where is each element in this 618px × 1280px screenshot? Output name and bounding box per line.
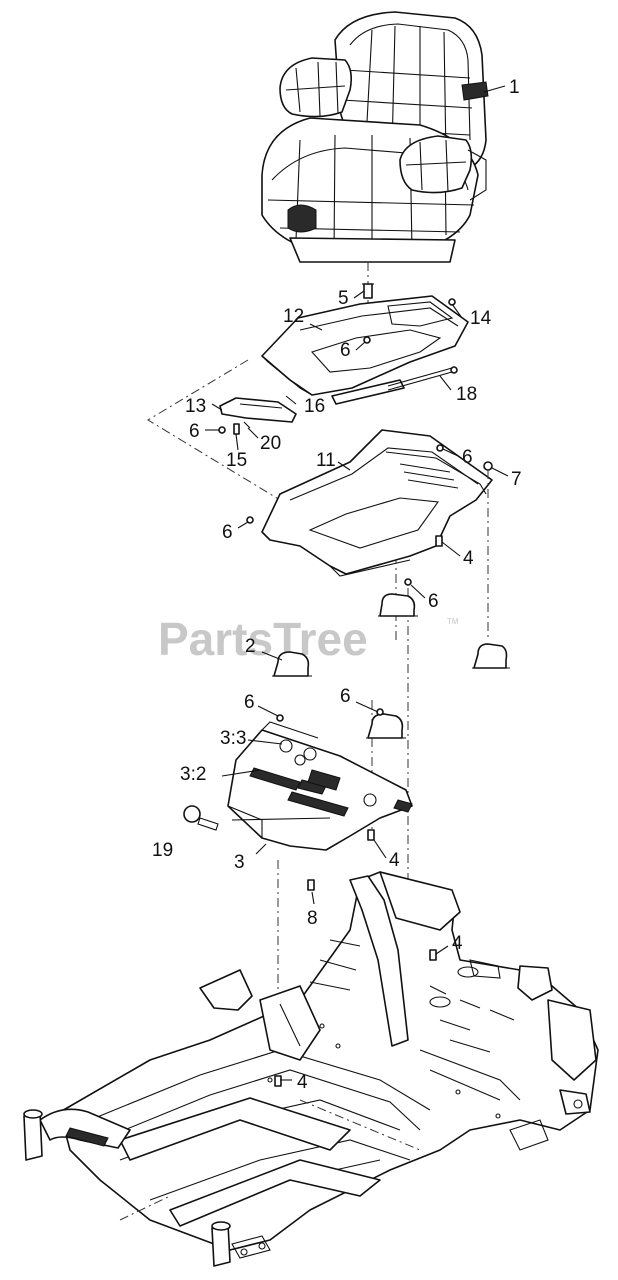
- bolt-7[interactable]: [483, 461, 493, 471]
- nut-6f[interactable]: [276, 714, 284, 722]
- callout-6-g: 6: [340, 686, 351, 707]
- nut-6c[interactable]: [436, 444, 444, 452]
- chassis-frame[interactable]: [23, 871, 599, 1267]
- bolt-8[interactable]: [307, 879, 315, 891]
- callout-3-3: 3:3: [220, 728, 246, 749]
- seat-plate[interactable]: [261, 295, 469, 396]
- bolt-4c[interactable]: [429, 949, 437, 961]
- callout-2: 2: [245, 636, 256, 657]
- decal-3-3[interactable]: [307, 769, 413, 813]
- decal-3-2[interactable]: [249, 767, 349, 817]
- callout-18: 18: [456, 384, 477, 405]
- callout-13: 13: [185, 396, 206, 417]
- callout-1: 1: [509, 77, 520, 98]
- callout-7: 7: [511, 469, 522, 490]
- bolt-4d[interactable]: [274, 1075, 282, 1087]
- callout-19: 19: [152, 840, 173, 861]
- bracket-13[interactable]: [219, 397, 297, 423]
- callout-14: 14: [470, 308, 492, 329]
- watermark-text: PartsTree: [158, 613, 368, 665]
- fasteners-6b-15-20[interactable]: [218, 421, 251, 435]
- callout-4-c: 4: [452, 933, 463, 954]
- watermark-trademark: TM: [447, 617, 459, 626]
- mount-plate[interactable]: [261, 429, 493, 577]
- bolt-4b[interactable]: [367, 829, 375, 841]
- nut-6a[interactable]: [363, 336, 371, 344]
- slide-rail-16[interactable]: [331, 379, 405, 405]
- nut-6d[interactable]: [246, 516, 254, 524]
- callout-20: 20: [260, 433, 281, 454]
- callout-4-d: 4: [297, 1072, 308, 1093]
- isolator-2[interactable]: [272, 651, 312, 677]
- callout-6-f: 6: [244, 692, 255, 713]
- nut-6e[interactable]: [404, 578, 412, 586]
- isolator-a[interactable]: [378, 593, 418, 617]
- callout-16: 16: [304, 396, 325, 417]
- callout-8: 8: [307, 908, 318, 929]
- callout-15: 15: [226, 450, 247, 471]
- rod-18[interactable]: [387, 366, 458, 391]
- callout-12: 12: [283, 306, 304, 327]
- leader-lines: [205, 85, 509, 1081]
- callout-6-c: 6: [462, 447, 473, 468]
- callout-6-b: 6: [189, 421, 200, 442]
- isolator-c[interactable]: [366, 713, 406, 739]
- callout-4-a: 4: [463, 548, 474, 569]
- bolt-14[interactable]: [448, 298, 456, 306]
- callout-3: 3: [234, 852, 245, 873]
- callout-5: 5: [338, 288, 349, 309]
- callout-6-a: 6: [340, 340, 351, 361]
- isolator-b[interactable]: [472, 643, 510, 669]
- seat[interactable]: [261, 11, 489, 263]
- callout-6-e: 6: [428, 591, 439, 612]
- callout-4-b: 4: [389, 850, 400, 871]
- bolt-4a[interactable]: [435, 535, 443, 547]
- callout-3-2: 3:2: [180, 764, 206, 785]
- callout-6-d: 6: [222, 522, 233, 543]
- key-19[interactable]: [183, 805, 219, 831]
- callout-11: 11: [316, 450, 336, 471]
